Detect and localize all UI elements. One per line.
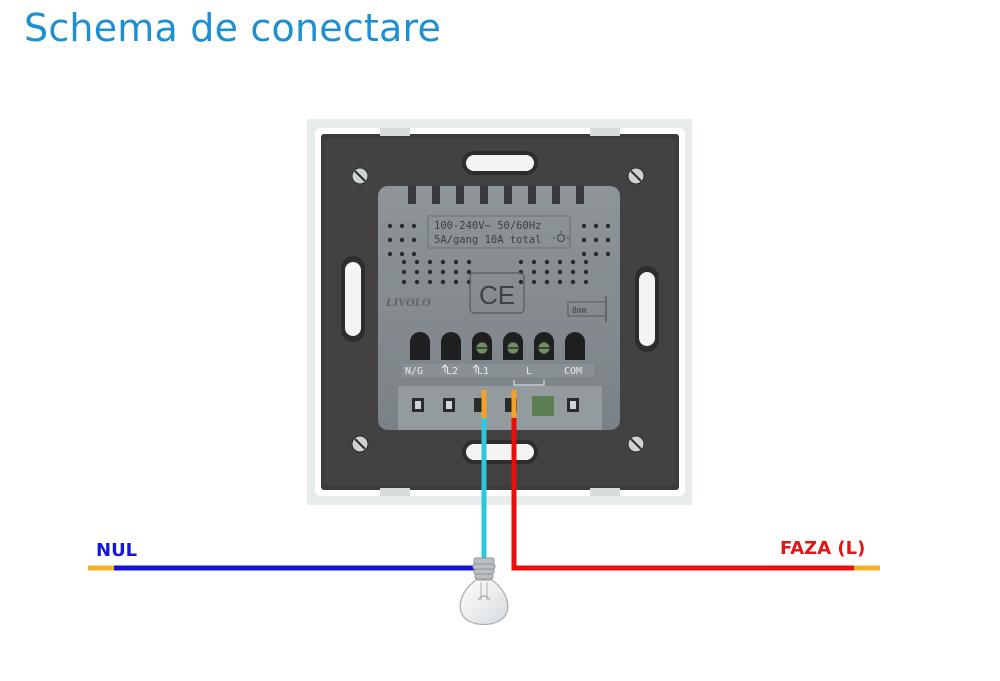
wiring (88, 390, 880, 571)
switch-module: 100-240V~ 50/60Hz 5A/gang 10A total LIVO… (378, 186, 620, 430)
strip-gauge-label: 8mm (572, 306, 587, 315)
page-title: Schema de conectare (24, 6, 442, 50)
phase-wire (511, 418, 854, 571)
spec-line-2: 5A/gang 10A total (434, 234, 541, 246)
phase-label: FAZA (L) (780, 538, 866, 559)
terminal-label-com: COM (564, 366, 582, 377)
brand-logo: LIVOLO (385, 295, 431, 309)
terminal-openings (410, 332, 585, 360)
ce-mark: CE (479, 280, 515, 310)
neutral-label: NUL (96, 540, 138, 561)
terminal-labels: N/G L2 L1 L COM (402, 364, 594, 386)
spec-label: 100-240V~ 50/60Hz 5A/gang 10A total (427, 215, 571, 249)
spec-line-1: 100-240V~ 50/60Hz (434, 220, 541, 232)
terminal-label-l: L (526, 366, 532, 377)
terminal-label-ng: N/G (405, 366, 423, 377)
light-bulb-icon (459, 557, 509, 626)
terminal-label-l1: L1 (477, 366, 489, 377)
terminal-label-l2: L2 (446, 366, 458, 377)
light-bulb-small-icon (553, 231, 569, 242)
